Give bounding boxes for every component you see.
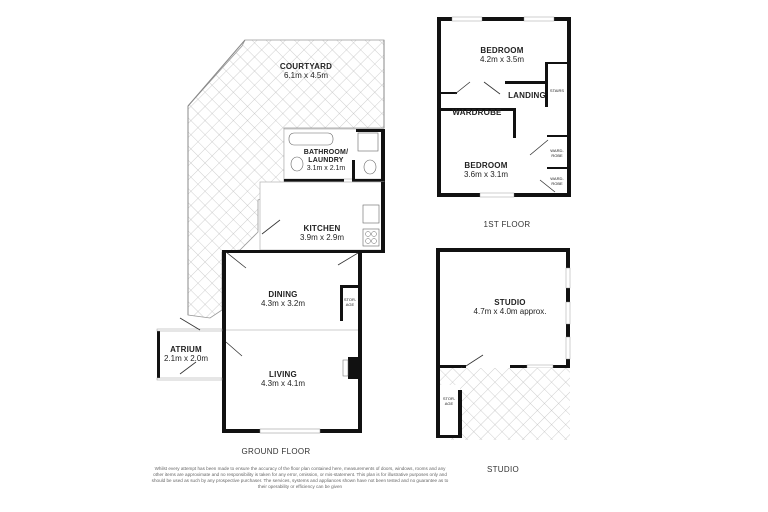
room-wardrobe: WARDROBE	[452, 108, 502, 117]
first-floor-title: 1ST FLOOR	[483, 220, 531, 229]
room-landing: LANDING	[508, 91, 546, 100]
room-wardrobe-small-2: WARD- ROBE	[550, 176, 564, 186]
studio-title: STUDIO	[486, 465, 520, 474]
room-bedroom-1: BEDROOM 4.2m x 3.5m	[479, 46, 525, 64]
room-ground-storage: STOR- AGE	[343, 297, 357, 307]
room-courtyard: COURTYARD 6.1m x 4.5m	[279, 62, 333, 80]
room-studio: STUDIO 4.7m x 4.0m approx.	[473, 298, 547, 316]
room-bedroom-2: BEDROOM 3.6m x 3.1m	[463, 161, 509, 179]
room-kitchen: KITCHEN 3.9m x 2.9m	[299, 224, 345, 242]
disclaimer-text: Whilst every attempt has been made to en…	[151, 466, 449, 489]
ground-floor-plan	[156, 39, 385, 434]
courtyard-area	[187, 39, 385, 319]
room-living: LIVING 4.3m x 4.1m	[260, 370, 306, 388]
room-studio-storage: STOR- AGE	[442, 396, 456, 406]
room-stairs: STAIRS	[549, 88, 565, 93]
room-dining: DINING 4.3m x 3.2m	[260, 290, 306, 308]
room-bathroom-laundry: BATHROOM/ LAUNDRY 3.1m x 2.1m	[303, 149, 349, 172]
studio-plan	[436, 248, 571, 440]
ground-floor-title: GROUND FLOOR	[241, 447, 311, 456]
room-atrium: ATRIUM 2.1m x 2.0m	[163, 345, 209, 363]
first-floor-plan	[437, 16, 571, 198]
room-wardrobe-small-1: WARD- ROBE	[550, 148, 564, 158]
